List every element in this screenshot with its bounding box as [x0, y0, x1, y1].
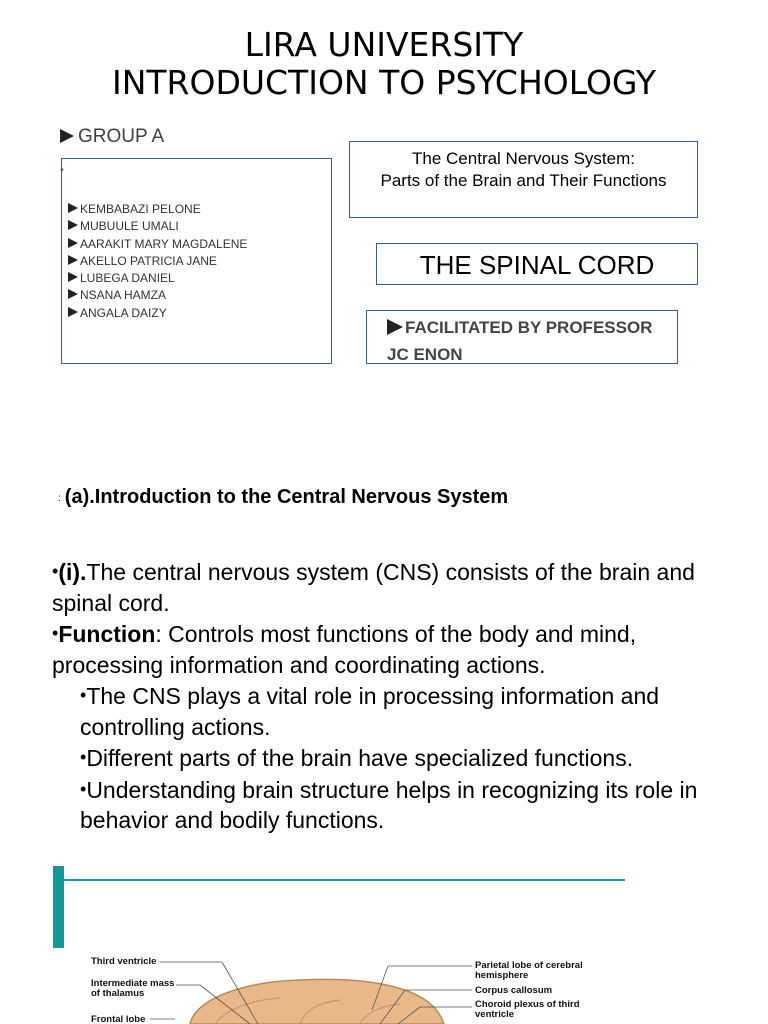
section-heading-text: (a).Introduction to the Central Nervous …: [64, 486, 509, 508]
section-heading: :(a).Introduction to the Central Nervous…: [58, 486, 508, 509]
facilitator-line-2: JC ENON: [387, 345, 463, 364]
label-frontal-lobe: Frontal lobe: [91, 1014, 146, 1024]
accent-bar: [53, 866, 64, 948]
facilitator-box: FACILITATED BY PROFESSOR JC ENON: [366, 310, 678, 364]
member-item: ANGALA DAIZY: [68, 305, 247, 322]
label-intermediate-mass: Intermediate mass of thalamus: [91, 978, 175, 999]
member-item: AKELLO PATRICIA JANE: [68, 253, 247, 270]
group-members-box: • KEMBABAZI PELONE MUBUULE UMALI AARAKIT…: [59, 158, 332, 364]
bullet-icon: •: [52, 561, 59, 581]
group-label: GROUP A: [78, 126, 165, 147]
member-item: LUBEGA DANIEL: [68, 270, 247, 287]
bullet-icon: •: [80, 747, 87, 767]
leader-lines: [150, 961, 472, 1024]
bullet-triangle-icon: [60, 129, 74, 143]
bullet-triangle-icon: [68, 203, 78, 213]
member-item: AARAKIT MARY MAGDALENE: [68, 236, 247, 253]
bullet-triangle-icon: [68, 254, 78, 265]
stray-bullet-icon: •: [59, 165, 65, 176]
topic-line-1: The Central Nervous System:: [412, 149, 635, 168]
paragraph-cns: •(i).The central nervous system (CNS) co…: [52, 556, 752, 618]
bullet-triangle-icon: [68, 220, 78, 231]
member-list: KEMBABAZI PELONE MUBUULE UMALI AARAKIT M…: [68, 201, 247, 322]
brain-hemisphere-shape: [189, 978, 445, 1024]
bullet-icon: •: [52, 623, 59, 643]
bullet-triangle-icon: [68, 306, 78, 317]
body-content: •(i).The central nervous system (CNS) co…: [52, 556, 752, 836]
paragraph-cns-text: The central nervous system (CNS) consist…: [52, 559, 695, 616]
bullet-triangle-icon: [68, 272, 78, 283]
facilitator-line-1: FACILITATED BY PROFESSOR: [405, 318, 653, 337]
group-heading: GROUP A: [60, 126, 164, 148]
paragraph-cns-label: (i).: [58, 559, 87, 585]
course-title: INTRODUCTION TO PSYCHOLOGY: [111, 63, 657, 102]
member-item: MUBUULE UMALI: [68, 218, 247, 235]
bullet-icon: •: [80, 685, 87, 705]
section-prefix: :: [58, 493, 61, 504]
brain-gyri-lines: [214, 997, 401, 1024]
bullet-icon: •: [80, 778, 87, 799]
sub-bullet: •Understanding brain structure helps in …: [80, 776, 698, 834]
brain-diagram: [150, 961, 472, 1024]
paragraph-function-label: Function: [58, 621, 156, 647]
paragraph-function: •Function: Controls most functions of th…: [52, 618, 752, 680]
facilitator-text: FACILITATED BY PROFESSOR JC ENON: [387, 314, 677, 368]
bullet-triangle-icon: [387, 319, 403, 335]
bullet-triangle-icon: [68, 237, 78, 248]
label-choroid-plexus: Choroid plexus of third ventricle: [475, 999, 580, 1020]
topic-box: The Central Nervous System: Parts of the…: [349, 141, 698, 218]
label-parietal-lobe: Parietal lobe of cerebral hemisphere: [475, 960, 583, 981]
topic-line-2: Parts of the Brain and Their Functions: [380, 171, 667, 190]
sub-bullet: •Different parts of the brain have speci…: [80, 745, 634, 771]
accent-rule: [64, 879, 625, 881]
label-third-ventricle: Third ventricle: [91, 956, 157, 967]
paragraph-function-text: : Controls most functions of the body an…: [52, 621, 637, 678]
university-title: LIRA UNIVERSITY: [244, 25, 524, 64]
bullet-triangle-icon: [68, 289, 78, 300]
subtopic-box: THE SPINAL CORD: [376, 243, 698, 285]
member-item: KEMBABAZI PELONE: [68, 201, 247, 218]
sub-bullet: •The CNS plays a vital role in processin…: [80, 683, 660, 740]
member-item: NSANA HAMZA: [68, 287, 247, 304]
label-corpus-callosum: Corpus callosum: [475, 985, 553, 996]
